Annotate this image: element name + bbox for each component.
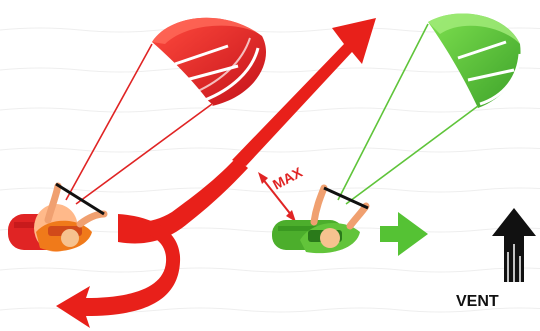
wind-arrow-icon xyxy=(492,208,536,282)
max-label: MAX xyxy=(270,164,306,193)
green-kite-icon xyxy=(428,13,521,108)
green-direction-arrow xyxy=(380,212,428,256)
red-kite-icon xyxy=(152,18,266,106)
vent-label: VENT xyxy=(456,293,499,310)
